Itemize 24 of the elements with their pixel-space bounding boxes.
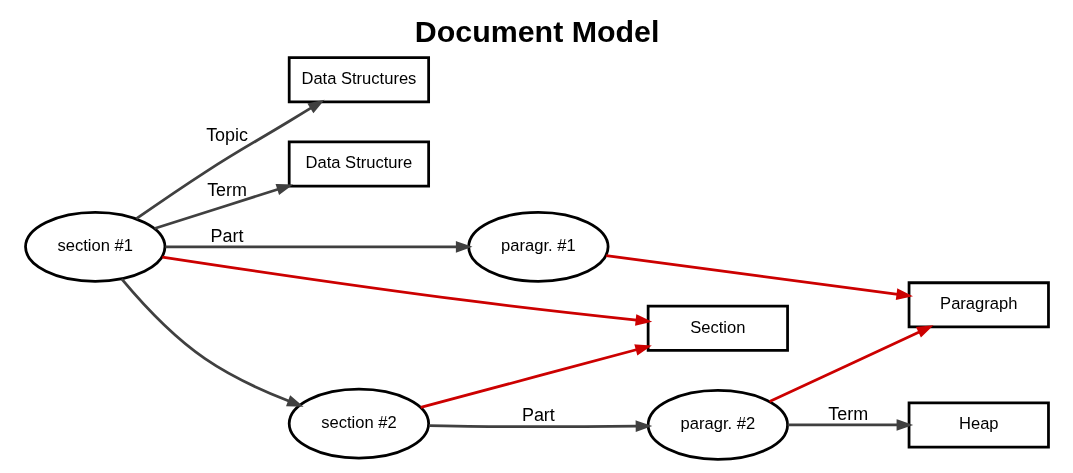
arrow [419,344,652,409]
node-box: Heap [907,401,1050,449]
arrow [135,99,325,220]
edge-label: Topic [205,125,248,146]
node-box: Paragraph [907,281,1050,329]
arrow [120,278,304,407]
arrow [768,325,934,403]
node-ellipse: section #1 [23,210,166,283]
arrow [428,420,652,432]
edge-label: Part [521,405,555,426]
node-ellipse: paragr. #2 [646,389,789,461]
edge-label: Part [210,225,244,246]
arrow [605,254,913,300]
node-box: Section [646,304,789,352]
arrow [164,241,472,253]
diagram-title: Document Model [414,14,659,48]
arrow [153,183,293,230]
node-box: Data Structure [287,140,430,188]
arrow [161,255,652,326]
node-box: Data Structures [287,56,430,104]
arrow [787,419,913,431]
edge-label: Term [827,403,868,424]
edge-label: Term [206,180,247,201]
node-ellipse: paragr. #1 [466,210,609,283]
